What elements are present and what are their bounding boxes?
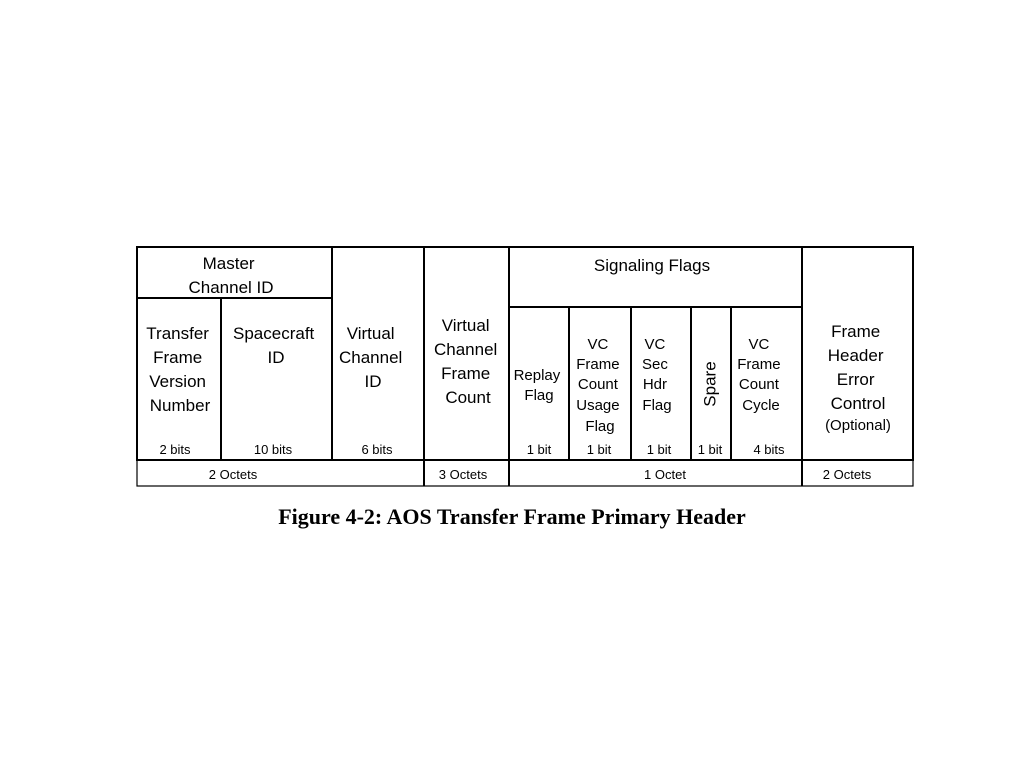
bits-replay: 1 bit xyxy=(527,442,552,457)
vc-sec-hdr-flag-label: VC Sec Hdr Flag xyxy=(642,336,672,414)
spacecraft-id-label: Spacecraft ID xyxy=(233,324,319,367)
bits-vcid: 6 bits xyxy=(361,442,393,457)
figure-caption: Figure 4-2: AOS Transfer Frame Primary H… xyxy=(278,504,746,529)
diagram-lines xyxy=(136,246,914,487)
octets-group-2: 3 Octets xyxy=(439,467,488,482)
bits-sechdr: 1 bit xyxy=(647,442,672,457)
virtual-channel-id-label: Virtual Channel ID xyxy=(339,324,407,391)
fhec-optional-label: (Optional) xyxy=(825,417,891,434)
octets-group-4: 2 Octets xyxy=(823,467,872,482)
bits-spare: 1 bit xyxy=(698,442,723,457)
signaling-flags-label: Signaling Flags xyxy=(594,256,710,275)
transfer-frame-version-number-label: Transfer Frame Version Number xyxy=(146,324,213,415)
replay-flag-label: Replay Flag xyxy=(514,367,565,404)
octets-group-3: 1 Octet xyxy=(644,467,686,482)
vc-frame-count-cycle-label: VC Frame Count Cycle xyxy=(737,336,785,414)
vc-frame-count-usage-flag-label: VC Frame Count Usage Flag xyxy=(576,336,624,435)
frame-header-error-control-label: Frame Header Error Control xyxy=(828,322,889,413)
virtual-channel-frame-count-label: Virtual Channel Frame Count xyxy=(434,316,502,407)
bits-usage: 1 bit xyxy=(587,442,612,457)
master-channel-id-label: Master Channel ID xyxy=(188,254,273,297)
bits-cycle: 4 bits xyxy=(753,442,785,457)
bits-tfvn: 2 bits xyxy=(159,442,191,457)
octets-group-1: 2 Octets xyxy=(209,467,258,482)
spare-label: Spare xyxy=(700,361,719,406)
octet-row-box xyxy=(136,459,914,487)
bits-scid: 10 bits xyxy=(254,442,293,457)
diagram-labels: Master Channel ID Signaling Flags Transf… xyxy=(146,254,891,482)
